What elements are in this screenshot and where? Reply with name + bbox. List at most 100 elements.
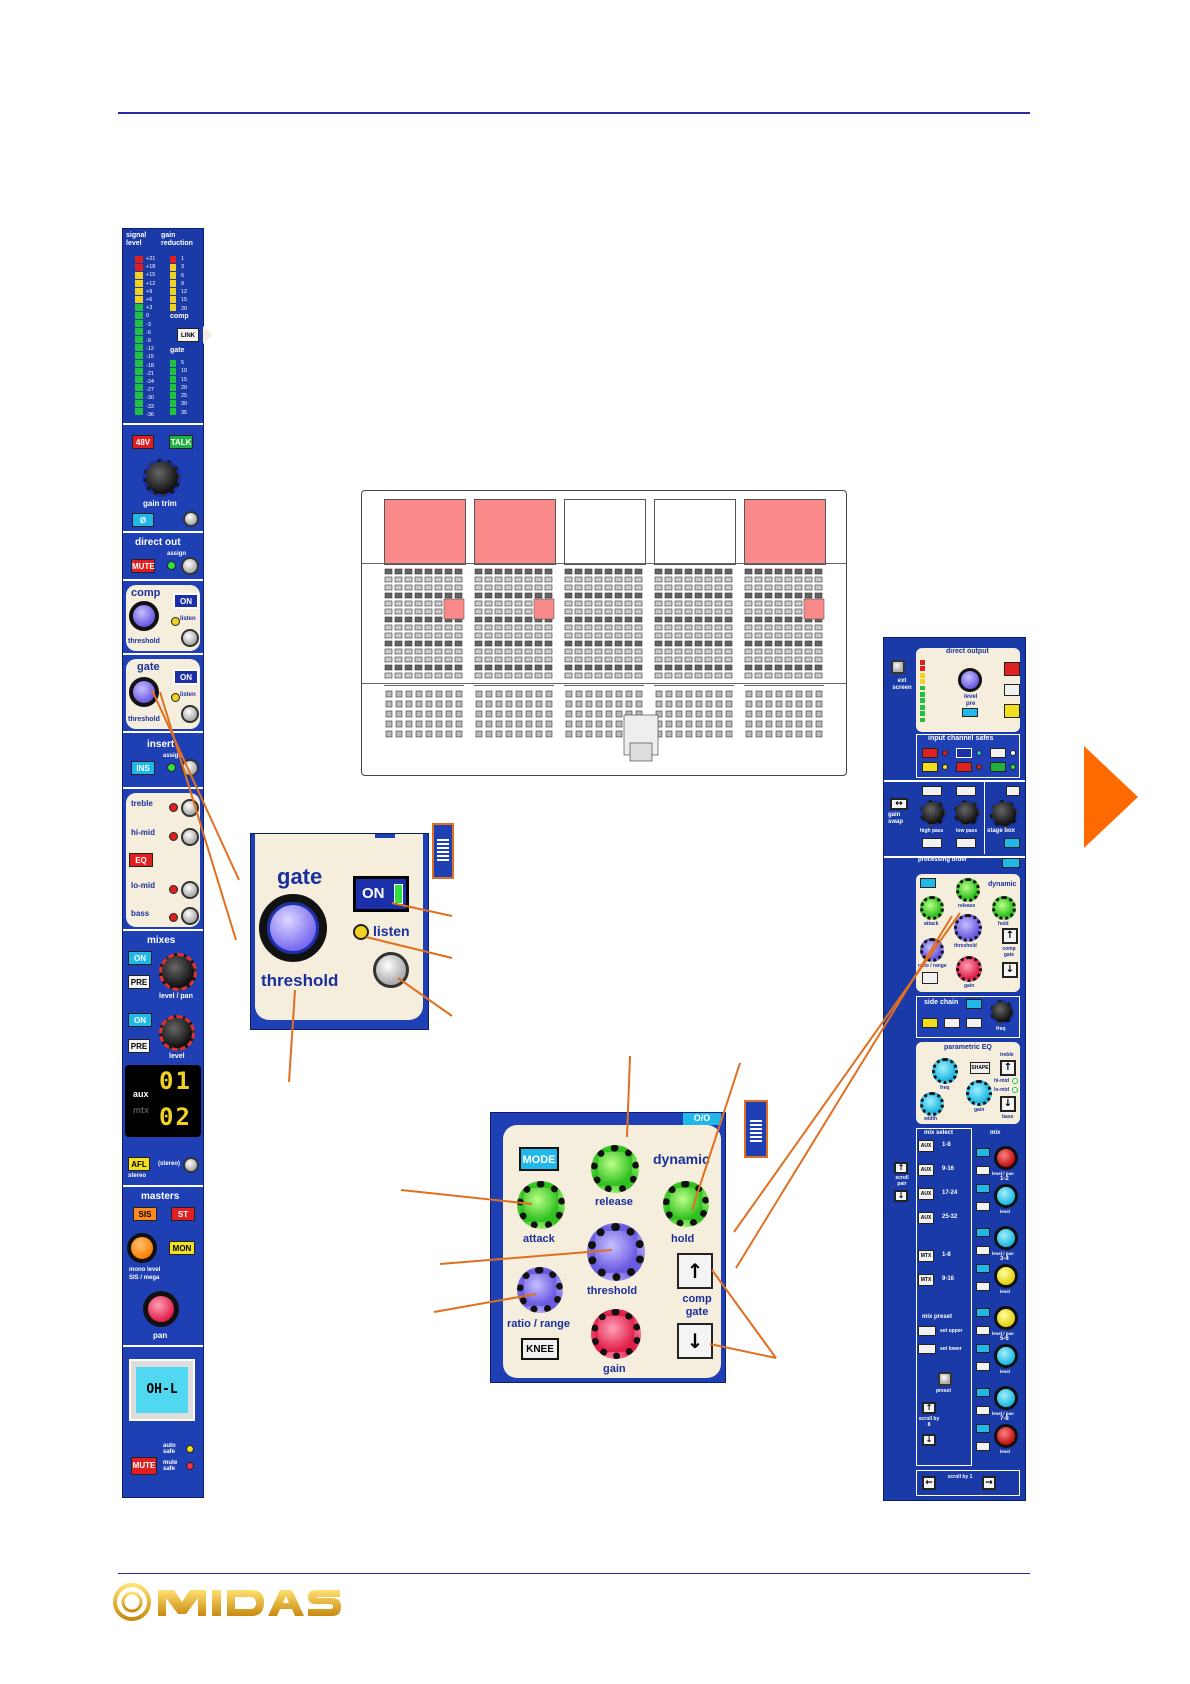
comp-on-button[interactable]: ON xyxy=(173,593,199,609)
mix1-on-button[interactable]: ON xyxy=(128,951,152,965)
right-ratio-range-knob[interactable] xyxy=(920,938,944,962)
side-chain-listen-button[interactable] xyxy=(922,1018,938,1028)
dynamic-knee-button[interactable]: KNEE xyxy=(521,1338,559,1360)
mix-pre-button[interactable] xyxy=(976,1362,990,1371)
mixes-control-button[interactable] xyxy=(183,1157,199,1173)
scroll-pair-up-button[interactable]: ↑ xyxy=(894,1162,908,1174)
safe-button-4[interactable] xyxy=(922,762,938,772)
safe-button-3[interactable] xyxy=(990,748,1006,758)
mix-level-knob[interactable] xyxy=(994,1264,1018,1288)
dynamic-attack-knob[interactable] xyxy=(517,1181,565,1229)
processing-order-button[interactable] xyxy=(1002,858,1020,868)
mix-on-button[interactable] xyxy=(976,1184,990,1193)
eq-hi-mid-button[interactable] xyxy=(181,828,199,846)
afl-button[interactable]: AFL xyxy=(128,1157,150,1171)
mix-on-button[interactable] xyxy=(976,1388,990,1397)
mix1-pre-button[interactable]: PRE xyxy=(128,975,150,989)
dynamic-down-arrow-button[interactable]: ↓ xyxy=(677,1323,713,1359)
eq-bass-button[interactable] xyxy=(181,907,199,925)
dynamic-gain-knob[interactable] xyxy=(591,1309,641,1359)
stage-box-button[interactable] xyxy=(1006,786,1020,796)
mix-select-button[interactable]: AUX xyxy=(918,1140,934,1152)
comp-control-button[interactable] xyxy=(181,629,199,647)
gate-on-button[interactable]: ON xyxy=(173,669,199,685)
mix-on-button[interactable] xyxy=(976,1264,990,1273)
scroll-1-left-button[interactable]: ← xyxy=(922,1476,936,1490)
high-pass-button[interactable] xyxy=(922,786,942,796)
mon-button[interactable]: MON xyxy=(169,1241,195,1255)
eq-up-arrow-button[interactable]: ↑ xyxy=(1000,1060,1016,1076)
mix-pre-button[interactable] xyxy=(976,1442,990,1451)
side-chain-freq-knob[interactable] xyxy=(990,1000,1014,1024)
scroll-8-up-button[interactable]: ↑ xyxy=(922,1402,936,1414)
right-gain-knob[interactable] xyxy=(956,956,982,982)
channel-mute-button[interactable]: MUTE xyxy=(131,1457,157,1475)
low-pass-button[interactable] xyxy=(956,786,976,796)
mix-level-knob[interactable] xyxy=(994,1344,1018,1368)
right-hold-knob[interactable] xyxy=(992,896,1016,920)
mix-level-pan-knob[interactable] xyxy=(994,1386,1018,1410)
safe-button-2[interactable] xyxy=(956,748,972,758)
mix-pre-button[interactable] xyxy=(976,1282,990,1291)
mix1-level-pan-knob[interactable] xyxy=(159,953,197,991)
direct-out-assign-button[interactable] xyxy=(181,557,199,575)
mix2-on-button[interactable]: ON xyxy=(128,1013,152,1027)
sis-button[interactable]: SIS xyxy=(133,1207,157,1221)
eq-shape-button[interactable]: SHAPE xyxy=(970,1062,990,1074)
dynamic-release-knob[interactable] xyxy=(591,1145,639,1193)
mix-pre-button[interactable] xyxy=(976,1326,990,1335)
scroll-8-down-button[interactable]: ↓ xyxy=(922,1434,936,1446)
insert-assign-button[interactable] xyxy=(181,759,199,777)
mix-select-button[interactable]: MTX xyxy=(918,1250,934,1262)
dynamic-ratio-range-knob[interactable] xyxy=(517,1267,563,1313)
mix-level-pan-knob[interactable] xyxy=(994,1226,1018,1250)
gain-control-button[interactable] xyxy=(183,511,199,527)
mix-on-button[interactable] xyxy=(976,1148,990,1157)
eq-freq-knob[interactable] xyxy=(932,1058,958,1084)
mix2-pre-button[interactable]: PRE xyxy=(128,1039,150,1053)
eq-down-arrow-button[interactable]: ↓ xyxy=(1000,1096,1016,1112)
direct-output-solo-button[interactable] xyxy=(1004,704,1020,718)
side-chain-mode-button-2[interactable] xyxy=(966,1018,982,1028)
dynamic-up-arrow-button[interactable]: ↑ xyxy=(677,1253,713,1289)
low-pass-slope-button[interactable] xyxy=(956,838,976,848)
mono-level-knob[interactable] xyxy=(127,1233,157,1263)
set-lower-button[interactable] xyxy=(918,1344,936,1354)
side-chain-mode-button-1[interactable] xyxy=(944,1018,960,1028)
mix-level-pan-knob[interactable] xyxy=(994,1146,1018,1170)
mix-pre-button[interactable] xyxy=(976,1202,990,1211)
right-dynamic-mode-button[interactable] xyxy=(920,878,936,888)
gate-threshold-knob[interactable] xyxy=(129,677,159,707)
scroll-pair-down-button[interactable]: ↓ xyxy=(894,1190,908,1202)
phase-button[interactable]: Ø xyxy=(132,513,154,527)
right-knee-button[interactable] xyxy=(922,972,938,984)
set-upper-button[interactable] xyxy=(918,1326,936,1336)
dynamic-threshold-knob[interactable] xyxy=(587,1223,645,1281)
pan-knob[interactable] xyxy=(143,1291,179,1327)
mix-level-knob[interactable] xyxy=(994,1424,1018,1448)
mix2-level-knob[interactable] xyxy=(159,1015,195,1051)
dynamic-mode-button[interactable]: MODE xyxy=(519,1147,559,1171)
gain-trim-knob[interactable] xyxy=(143,459,181,497)
direct-out-mute-button[interactable]: MUTE xyxy=(131,559,155,573)
high-pass-knob[interactable] xyxy=(920,800,946,826)
right-up-arrow-button[interactable]: ↑ xyxy=(1002,928,1018,944)
mix-pre-button[interactable] xyxy=(976,1166,990,1175)
comp-listen-led[interactable] xyxy=(171,617,180,626)
eq-width-knob[interactable] xyxy=(920,1092,944,1116)
eq-lo-mid-button[interactable] xyxy=(181,881,199,899)
right-attack-knob[interactable] xyxy=(920,896,944,920)
comp-threshold-knob[interactable] xyxy=(129,601,159,631)
mix-on-button[interactable] xyxy=(976,1308,990,1317)
mix-select-button[interactable]: MTX xyxy=(918,1274,934,1286)
gate-zoom-threshold-knob[interactable] xyxy=(259,894,327,962)
right-threshold-knob[interactable] xyxy=(954,914,982,942)
mix-on-button[interactable] xyxy=(976,1424,990,1433)
safe-button-1[interactable] xyxy=(922,748,938,758)
high-pass-slope-button[interactable] xyxy=(922,838,942,848)
gain-swap-button[interactable]: ↔ xyxy=(890,798,908,810)
mix-on-button[interactable] xyxy=(976,1344,990,1353)
eq-gain-knob[interactable] xyxy=(966,1080,992,1106)
link-button[interactable]: LINK xyxy=(177,328,199,342)
mix-select-button[interactable]: AUX xyxy=(918,1188,934,1200)
